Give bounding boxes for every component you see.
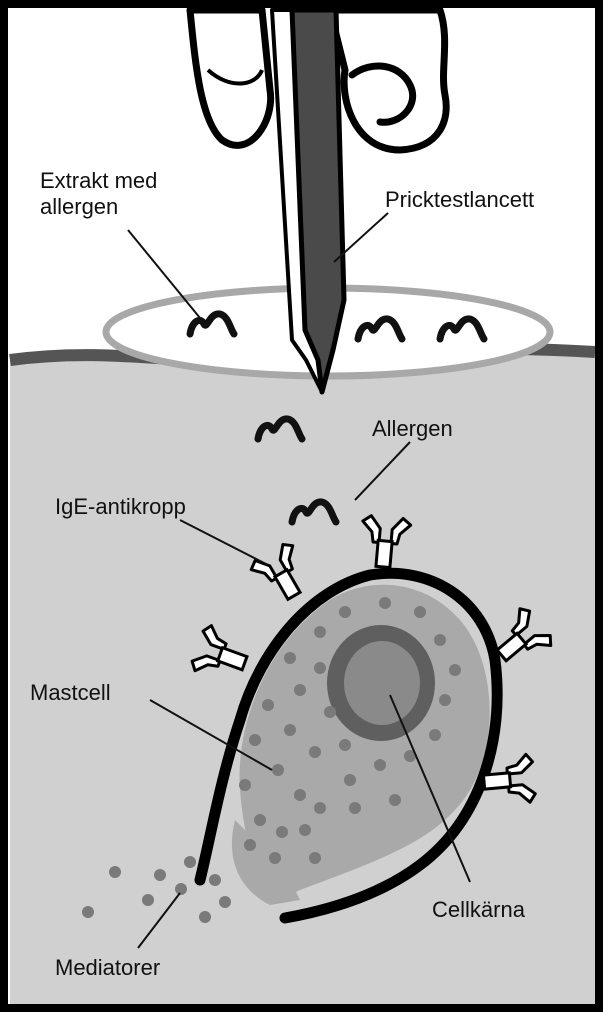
label-mediators: Mediatorer: [55, 955, 160, 980]
nucleus-icon: [327, 625, 435, 741]
label-extract-line1: Extrakt med: [40, 168, 157, 193]
label-allergen: Allergen: [372, 416, 453, 441]
label-ige-antibody: IgE-antikropp: [55, 494, 186, 519]
label-mast-cell: Mastcell: [30, 680, 111, 705]
label-nucleus: Cellkärna: [432, 897, 526, 922]
label-lancet: Pricktestlancett: [385, 187, 534, 212]
label-extract-line2: allergen: [40, 194, 118, 219]
